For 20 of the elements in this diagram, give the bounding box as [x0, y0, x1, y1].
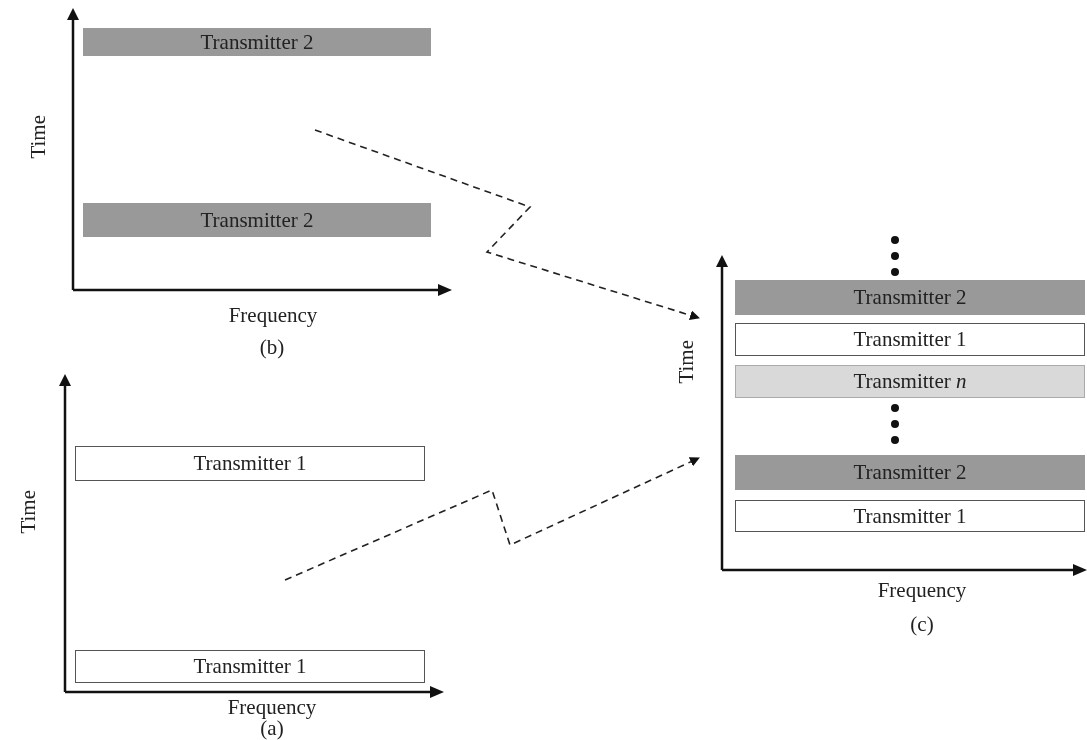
transmitter-slot: Transmitter 2 — [83, 203, 431, 237]
transmitter-slot: Transmitter 1 — [75, 446, 425, 481]
axis-label: Time — [28, 115, 49, 159]
transmitter-slot: Transmitter 1 — [75, 650, 425, 683]
panel-caption: (b) — [259, 337, 285, 358]
transmitter-slot: Transmitter n — [735, 365, 1085, 398]
axis-label: Time — [18, 490, 39, 534]
axis-label: Frequency — [228, 305, 318, 326]
transmitter-slot: Transmitter 2 — [735, 280, 1085, 315]
transmitter-slot: Transmitter 1 — [735, 323, 1085, 356]
dashed-arrow — [314, 129, 700, 321]
panel-caption: (a) — [260, 718, 284, 739]
axis-label: Time — [676, 340, 697, 384]
panel-caption: (c) — [910, 614, 934, 635]
transmitter-slot: Transmitter 1 — [735, 500, 1085, 532]
axis-label: Frequency — [877, 580, 967, 601]
transmitter-slot: Transmitter 2 — [735, 455, 1085, 490]
transmitter-slot: Transmitter 2 — [83, 28, 431, 56]
axis-label: Frequency — [227, 697, 317, 718]
dashed-arrow — [284, 457, 700, 581]
